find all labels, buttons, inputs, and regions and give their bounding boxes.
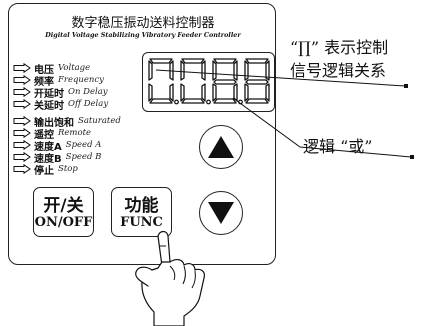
arrow-pointer-icon <box>13 140 31 150</box>
triangle-down-icon <box>208 202 234 224</box>
up-button[interactable] <box>199 125 243 169</box>
indicator-stop: 停止 Stop <box>13 163 78 177</box>
func-button-label: 功能 <box>124 196 159 216</box>
power-button-label-en: ON/OFF <box>34 215 93 230</box>
callout-logic-or: 逻辑 “或” <box>303 137 373 156</box>
indicator-label: 遥控 <box>34 129 54 141</box>
panel-title: 数字稳压振动送料控制器 <box>71 16 215 31</box>
controller-panel: 数字稳压振动送料控制器 Digital Voltage Stabilizing … <box>8 3 276 265</box>
indicator-label-en: Remote <box>58 128 92 138</box>
arrow-pointer-icon <box>13 63 31 73</box>
leader-end-marker <box>410 155 414 159</box>
power-button[interactable]: 开/关 ON/OFF <box>33 187 94 237</box>
seven-segment-digits <box>148 58 270 105</box>
indicator-label: 速度B <box>34 153 62 165</box>
indicator-label: 电压 <box>34 64 54 76</box>
indicator-on-delay: 开延时 On Delay <box>13 86 108 100</box>
arrow-pointer-icon <box>13 128 31 138</box>
panel-subtitle: Digital Voltage Stabilizing Vibratory Fe… <box>45 31 241 39</box>
indicator-label-en: Speed A <box>65 140 102 150</box>
power-button-label: 开/关 <box>43 196 84 216</box>
callout-logic-and-line2: 信号逻辑关系 <box>290 61 387 80</box>
lcd-display <box>142 52 275 112</box>
indicator-speed-b: 速度B Speed B <box>13 151 102 165</box>
func-button[interactable]: 功能 FUNC <box>111 187 172 237</box>
indicator-label-en: Speed B <box>65 152 102 162</box>
indicator-voltage: 电压 Voltage <box>13 62 91 76</box>
triangle-up-icon <box>208 136 234 158</box>
indicator-label-en: On Delay <box>68 87 108 97</box>
down-button[interactable] <box>199 191 243 235</box>
indicator-label-en: Saturated <box>78 116 121 126</box>
indicator-label: 开延时 <box>34 88 64 100</box>
arrow-pointer-icon <box>13 75 31 85</box>
arrow-pointer-icon <box>13 116 31 126</box>
arrow-pointer-icon <box>13 87 31 97</box>
indicator-remote: 遥控 Remote <box>13 127 92 141</box>
indicator-off-delay: 关延时 Off Delay <box>13 98 109 112</box>
func-button-label-en: FUNC <box>120 215 163 230</box>
indicator-label-en: Off Delay <box>68 99 109 109</box>
indicator-frequency: 频率 Frequency <box>13 74 104 88</box>
indicator-label: 输出饱和 <box>34 117 74 129</box>
indicator-label: 频率 <box>34 76 54 88</box>
indicator-label-en: Stop <box>58 164 78 174</box>
arrow-pointer-icon <box>13 164 31 174</box>
indicator-label: 停止 <box>34 165 54 177</box>
indicator-speed-a: 速度A Speed A <box>13 139 102 153</box>
indicator-label: 关延时 <box>34 100 64 112</box>
callout-logic-and-line1: “∏” 表示控制 <box>290 38 389 57</box>
indicator-label-en: Frequency <box>58 75 104 85</box>
indicator-saturated: 输出饱和 Saturated <box>13 115 121 129</box>
leader-end-marker <box>404 84 408 88</box>
indicator-label: 速度A <box>34 141 62 153</box>
arrow-pointer-icon <box>13 152 31 162</box>
arrow-pointer-icon <box>13 99 31 109</box>
indicator-label-en: Voltage <box>58 63 91 73</box>
